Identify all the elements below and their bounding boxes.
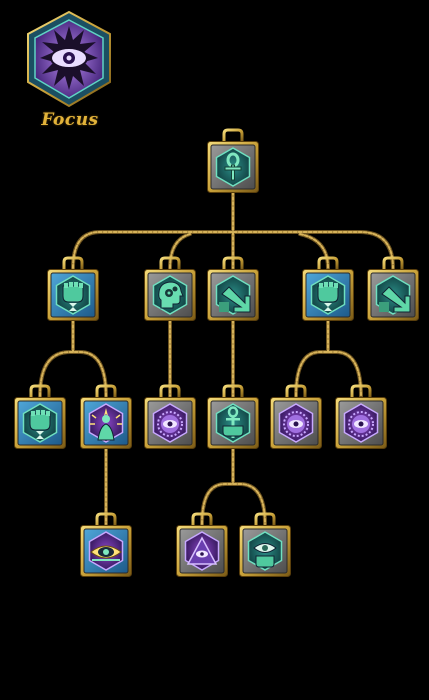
- fist-ankh-icon: [222, 406, 244, 438]
- skill-node-n12[interactable]: [79, 512, 133, 578]
- skill-node-n1[interactable]: [46, 256, 100, 322]
- fist-hourglass-icon: [62, 282, 84, 311]
- skill-node-n7[interactable]: [79, 384, 133, 450]
- eye-starburst-icon: [40, 26, 98, 90]
- eye-hand-icon: [253, 543, 277, 568]
- connector-ropes: [38, 190, 395, 526]
- mandala-eye-icon: [348, 411, 374, 437]
- skill-node-frame: [80, 512, 132, 577]
- skill-node-frame: [270, 384, 322, 449]
- skill-node-frame: [176, 512, 228, 577]
- head-gears-icon: [158, 281, 184, 309]
- skill-node-n5[interactable]: [366, 256, 420, 322]
- skill-node-frame: [80, 384, 132, 449]
- glowing-figure-icon: [90, 408, 122, 441]
- skill-node-frame: [335, 384, 387, 449]
- skill-node-n9[interactable]: [206, 384, 260, 450]
- skill-node-frame: [367, 256, 419, 321]
- skill-node-frame: [14, 384, 66, 449]
- skill-node-frame: [47, 256, 99, 321]
- skill-node-frame: [302, 256, 354, 321]
- skill-node-root[interactable]: [206, 128, 260, 194]
- skill-node-frame: [207, 256, 259, 321]
- skill-node-frame: [239, 512, 291, 577]
- skill-node-frame: [144, 384, 196, 449]
- pyramid-eye-icon: [186, 536, 218, 565]
- skill-node-n3[interactable]: [206, 256, 260, 322]
- fist-hourglass-icon: [317, 282, 339, 311]
- skill-node-frame: [207, 128, 259, 193]
- skill-node-n11[interactable]: [334, 384, 388, 450]
- skill-node-n2[interactable]: [143, 256, 197, 322]
- transfer-arrow-icon: [219, 286, 251, 313]
- skill-node-frame: [144, 256, 196, 321]
- skill-node-n13[interactable]: [175, 512, 229, 578]
- focus-emblem: [27, 10, 111, 108]
- skill-node-n6[interactable]: [13, 384, 67, 450]
- winged-eye-icon: [90, 545, 122, 561]
- fist-hourglass-icon: [29, 410, 51, 439]
- mandala-eye-icon: [283, 411, 309, 437]
- skill-node-n8[interactable]: [143, 384, 197, 450]
- ankh-icon: [224, 152, 242, 181]
- skill-node-n10[interactable]: [269, 384, 323, 450]
- transfer-arrow-icon: [379, 286, 411, 313]
- mandala-eye-icon: [157, 411, 183, 437]
- skill-node-frame: [207, 384, 259, 449]
- skill-node-n14[interactable]: [238, 512, 292, 578]
- skill-node-n4[interactable]: [301, 256, 355, 322]
- tree-title: Focus: [41, 110, 99, 130]
